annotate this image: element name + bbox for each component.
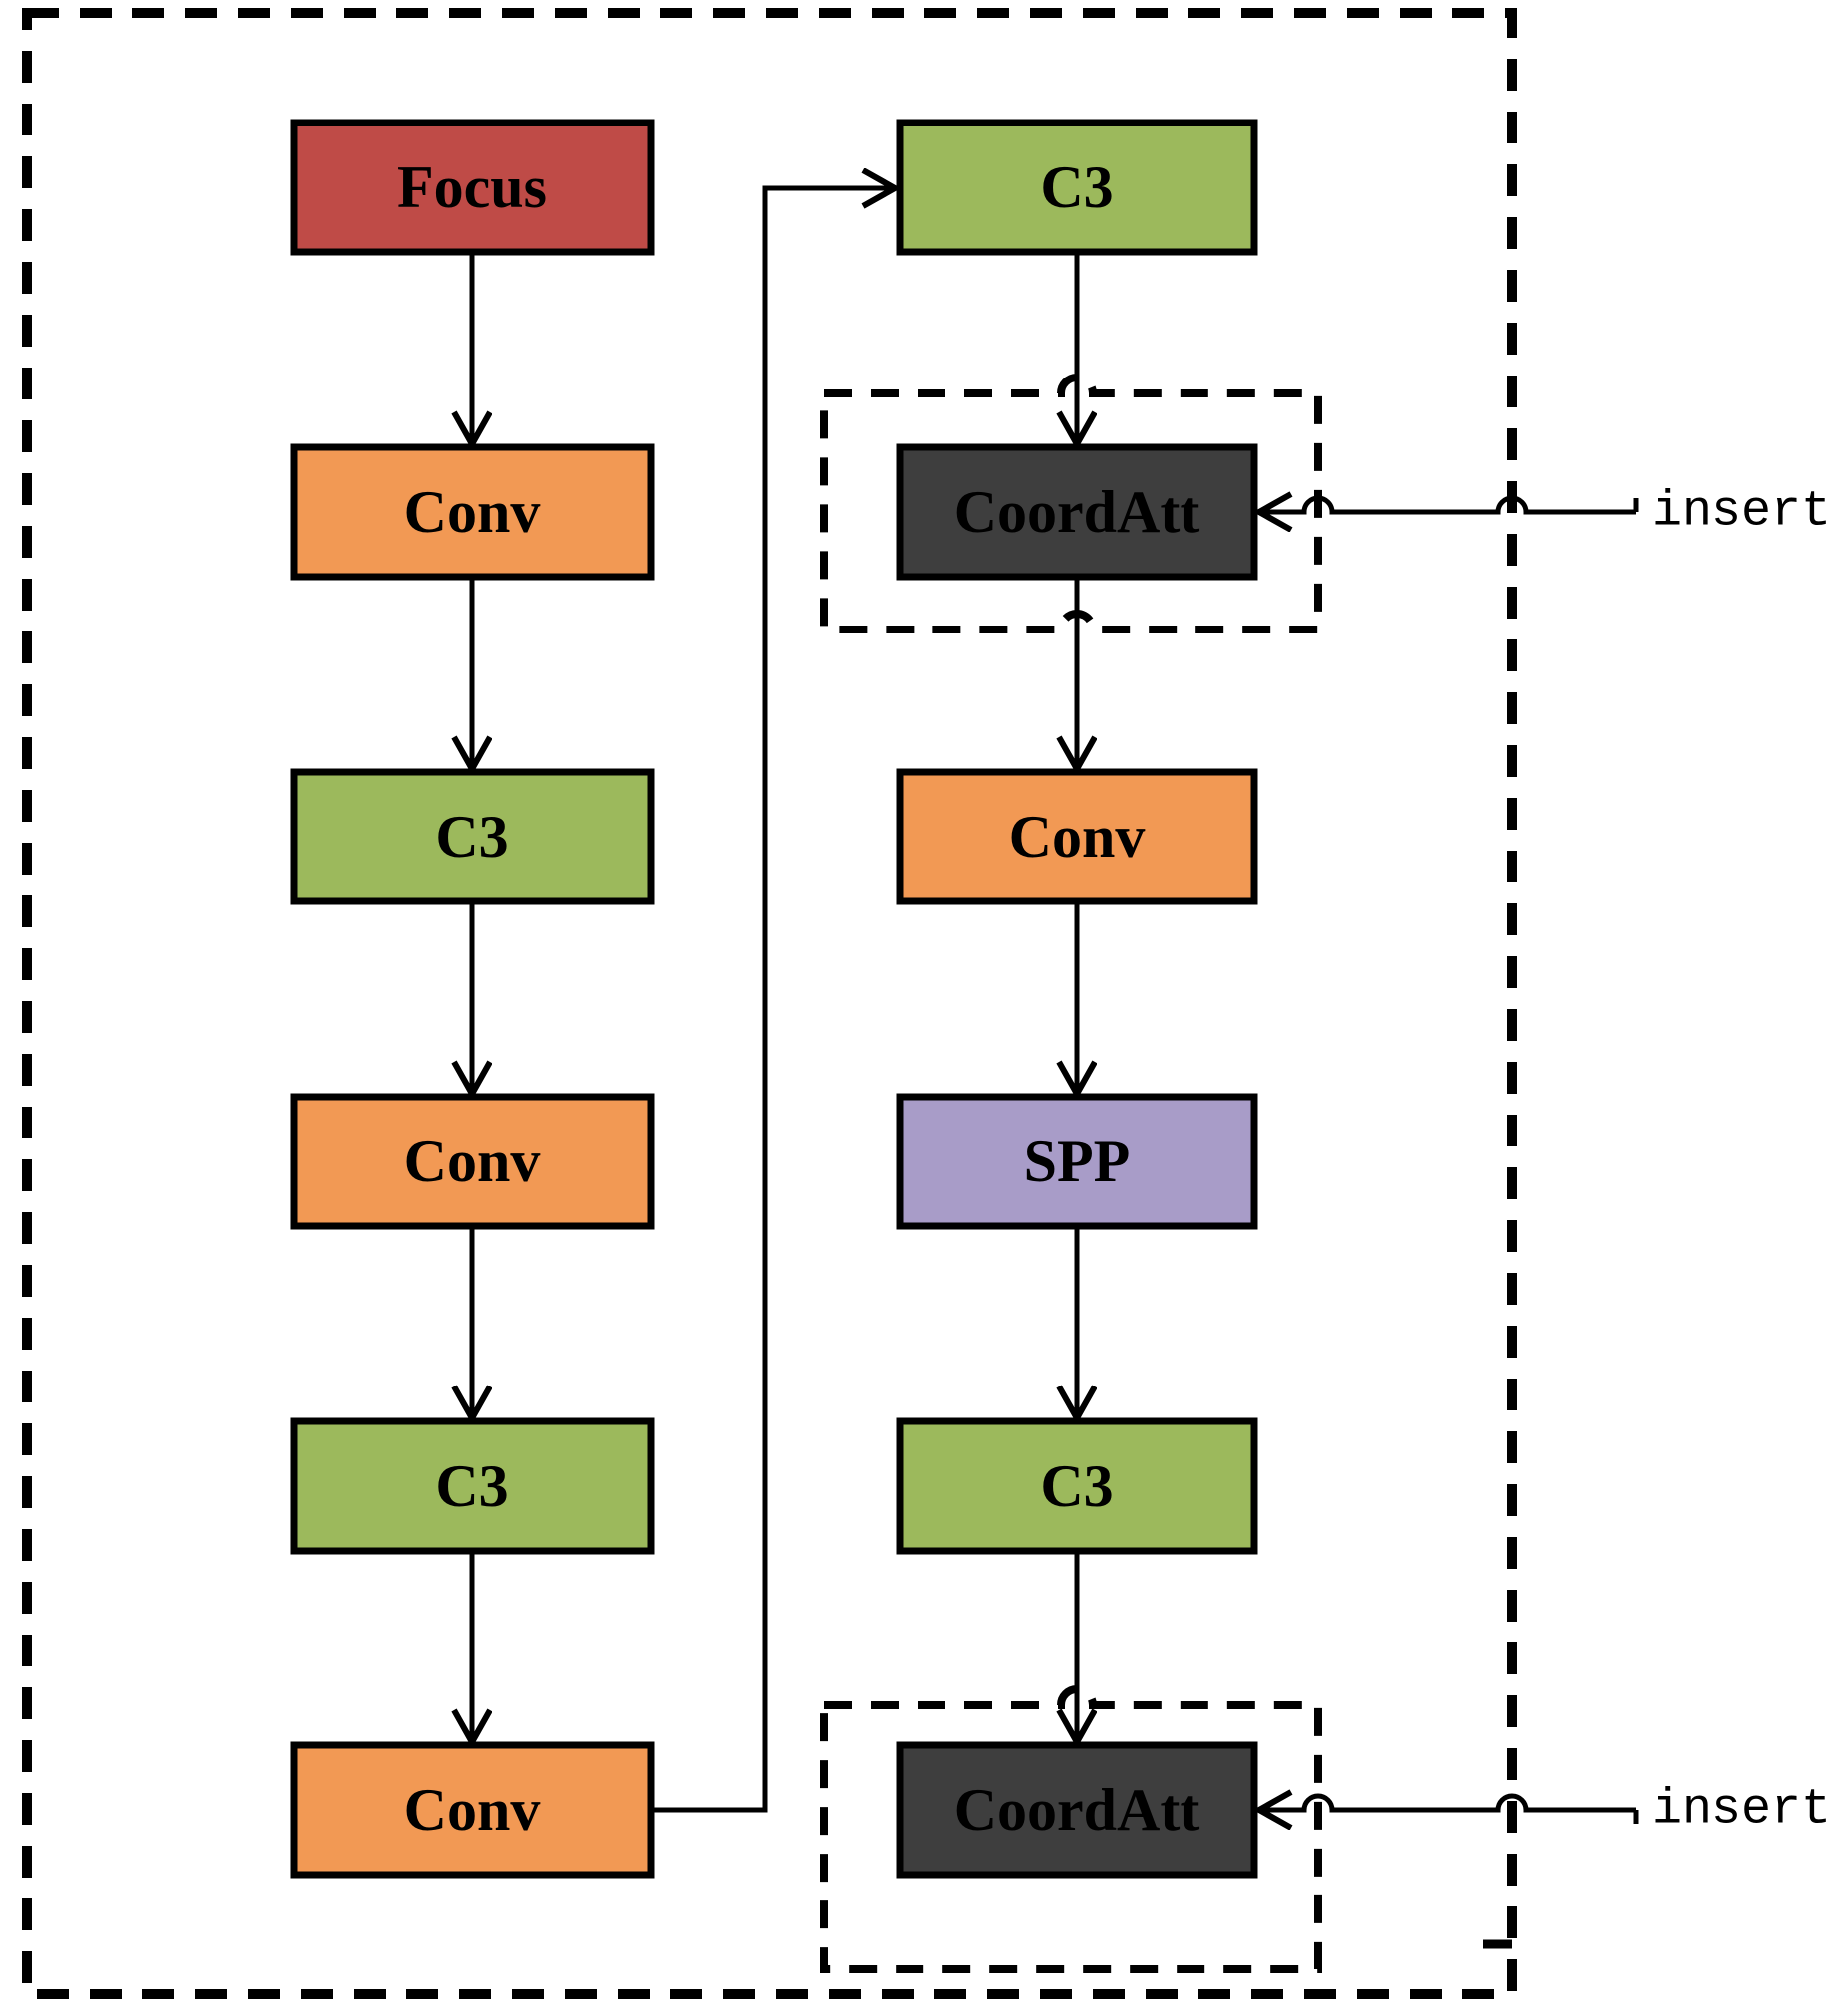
node-conv-left-2: Conv — [290, 1093, 655, 1230]
skip-connection-conv-to-c3 — [651, 188, 895, 1813]
node-focus: Focus — [290, 119, 655, 256]
focus-label: Focus — [397, 154, 547, 220]
conv-label: Conv — [404, 1129, 541, 1194]
node-spp: SPP — [896, 1093, 1258, 1230]
node-conv-left-3: Conv — [290, 1741, 655, 1879]
node-coordatt-1: CoordAtt — [896, 443, 1258, 581]
c3-label: C3 — [435, 1453, 508, 1519]
conv-label: Conv — [1009, 804, 1146, 870]
c3-label: C3 — [435, 804, 508, 870]
node-conv-right: Conv — [896, 768, 1258, 905]
insert-arrow-2 — [1259, 1796, 1636, 1810]
coordatt-label: CoordAtt — [954, 1777, 1200, 1843]
conv-box — [290, 1093, 655, 1230]
c3-box — [290, 1417, 655, 1555]
coordatt-box — [896, 1741, 1258, 1879]
c3-label: C3 — [1040, 1453, 1113, 1519]
c3-box — [896, 1417, 1258, 1555]
backbone-dashed-border — [22, 8, 1517, 1999]
c3-box — [896, 119, 1258, 256]
coordatt-dashed-box-2 — [820, 1685, 1322, 1973]
conv-box — [290, 1741, 655, 1879]
conv-box — [290, 443, 655, 581]
c3-box — [290, 768, 655, 905]
node-coordatt-2: CoordAtt — [896, 1741, 1258, 1879]
coordatt-label: CoordAtt — [954, 479, 1200, 545]
conv-box — [896, 768, 1258, 905]
coordatt-box — [896, 443, 1258, 581]
node-conv-left-1: Conv — [290, 443, 655, 581]
spp-label: SPP — [1024, 1129, 1131, 1194]
insert-arrow-1 — [1259, 498, 1636, 512]
coordatt-dashed-box-1 — [820, 374, 1322, 633]
node-c3-left-1: C3 — [290, 768, 655, 905]
node-c3-right-1: C3 — [896, 119, 1258, 256]
node-c3-left-2: C3 — [290, 1417, 655, 1555]
c3-label: C3 — [1040, 154, 1113, 220]
focus-box — [290, 119, 655, 256]
conv-label: Conv — [404, 1777, 541, 1843]
insert-annotation-1: insert — [1652, 484, 1831, 541]
node-c3-right-2: C3 — [896, 1417, 1258, 1555]
conv-label: Conv — [404, 479, 541, 545]
spp-box — [896, 1093, 1258, 1230]
insert-annotation-2: insert — [1652, 1782, 1831, 1839]
